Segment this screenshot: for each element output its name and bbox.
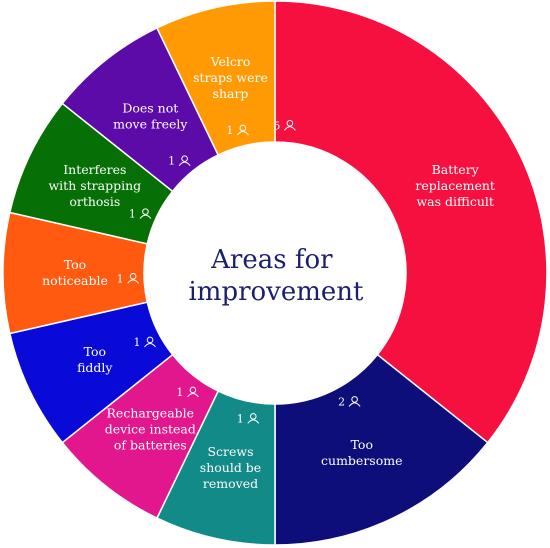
slice-label-line: Interferes (63, 162, 126, 177)
chart-title: Areas for improvement (188, 245, 364, 307)
count-value: 1 (237, 412, 244, 425)
count-value: 1 (134, 336, 141, 349)
chart-title-line-2: improvement (188, 277, 364, 307)
count-value: 1 (226, 124, 233, 137)
slice-label-line: should be (200, 460, 261, 475)
slice-label-line: Too (64, 257, 86, 272)
chart-title-line-1: Areas for (210, 245, 333, 275)
count-value: 1 (129, 208, 136, 221)
slice-count-screws-should-be-removed: 1 (237, 412, 260, 425)
slice-label-line: Battery (432, 162, 480, 177)
slice-label-line: Screws (207, 444, 253, 459)
slice-count-too-fiddly: 1 (134, 336, 156, 349)
slice-label-line: noticeable (42, 273, 108, 288)
count-value: 2 (338, 395, 345, 408)
person-icon (178, 155, 191, 166)
slice-label-line: straps were (193, 70, 268, 85)
slice-label-line: Rechargeable (107, 405, 195, 420)
slice-label-line: cumbersome (321, 453, 402, 468)
count-value: 1 (176, 386, 183, 399)
slice-label-line: Does not (122, 101, 178, 116)
slice-label-line: Velcro (210, 54, 251, 69)
slice-label-line: fiddly (77, 360, 113, 375)
person-icon (237, 124, 249, 136)
person-icon (348, 396, 361, 407)
person-icon (144, 336, 156, 348)
slice-label-line: replacement (415, 178, 495, 193)
slice-label-line: with strapping (48, 178, 141, 193)
slice-count-interferes-with-strapping-orthosis: 1 (129, 208, 152, 221)
slice-count-battery-replacement-was-difficult: 5 (273, 119, 296, 132)
slice-label-line: Too (351, 437, 373, 452)
slice-label-line: device instead (105, 421, 196, 436)
slice-label-line: was difficult (416, 194, 494, 209)
count-value: 1 (117, 272, 124, 285)
donut-hole (144, 142, 406, 404)
slice-label-line: sharp (213, 86, 249, 101)
slice-count-too-cumbersome: 2 (338, 395, 361, 408)
person-icon (283, 119, 296, 131)
person-icon (139, 208, 152, 219)
person-icon (127, 273, 139, 284)
slice-count-velcro-straps-were-sharp: 1 (226, 124, 249, 137)
person-icon (247, 413, 260, 424)
slice-count-does-not-move-freely: 1 (168, 155, 191, 168)
person-icon (187, 386, 199, 398)
slice-count-too-noticeable: 1 (117, 272, 139, 285)
slice-count-rechargeable-device-instead-of-batteries: 1 (176, 386, 199, 399)
slice-label-line: of batteries (114, 437, 187, 452)
slice-label-line: orthosis (69, 194, 120, 209)
slice-label-line: move freely (113, 117, 188, 132)
slice-label-line: Too (84, 344, 106, 359)
count-value: 5 (273, 119, 280, 132)
count-value: 1 (168, 155, 175, 168)
slice-label-line: removed (203, 476, 258, 491)
